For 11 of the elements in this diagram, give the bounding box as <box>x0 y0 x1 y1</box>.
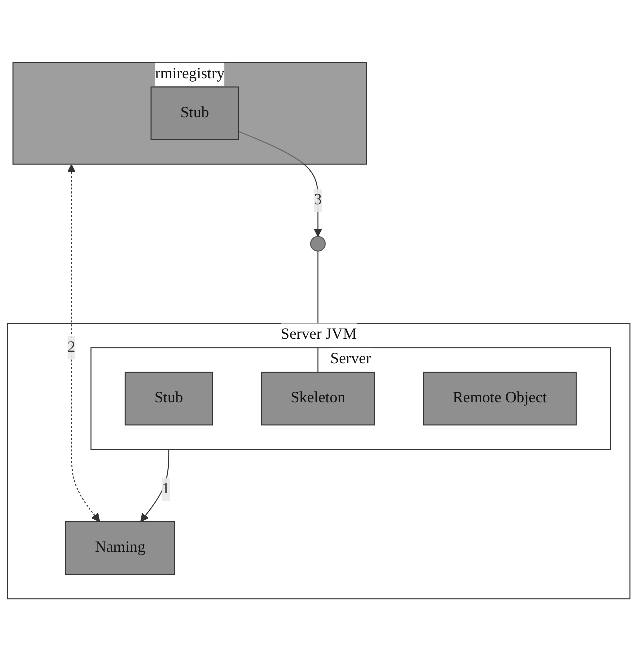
arrow <box>140 448 170 522</box>
edge-label: 1 <box>162 480 170 497</box>
node-box: Remote Object <box>423 372 577 426</box>
node-box: Naming <box>65 520 176 575</box>
node-box: Skeleton <box>261 372 376 426</box>
edge-label: 3 <box>314 191 322 208</box>
node-box: Stub <box>124 372 214 426</box>
edge-label: 2 <box>68 338 76 356</box>
node-box: Stub <box>150 86 240 140</box>
arrow <box>67 164 100 522</box>
node-circle <box>310 236 326 252</box>
